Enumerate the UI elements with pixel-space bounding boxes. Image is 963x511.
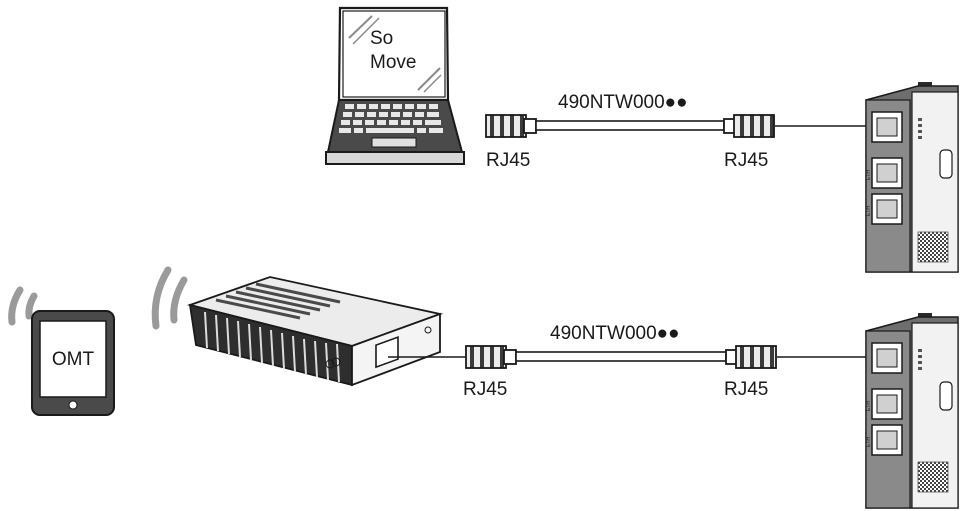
tablet-screen-label: OMT (52, 349, 95, 370)
rj45-plug-icon (465, 345, 517, 369)
device-bottom-eth-label-1: ETH (866, 401, 872, 411)
device-bottom: ETH ETH (865, 313, 959, 509)
device-top: ETH ETH (865, 82, 959, 273)
laptop-screen-text-line1: So (370, 28, 393, 49)
wifi-waves-icon (8, 266, 188, 330)
bluetooth-ethernet-module-icon (186, 276, 444, 387)
device-top-eth-label-1: ETH (866, 170, 872, 180)
rj45-plug-icon (725, 345, 777, 369)
tablet: OMT (31, 310, 115, 416)
cable-top-left-connector-label: RJ45 (486, 150, 530, 171)
cable-top: 490NTW000●● RJ45 RJ45 (485, 92, 885, 171)
laptop-icon (325, 6, 465, 165)
tablet-icon (31, 310, 115, 416)
device-bottom-eth-label-2: ETH (866, 437, 872, 447)
cable-bottom: 490NTW000●● RJ45 RJ45 (463, 323, 885, 400)
cable-bottom-right-connector-label: RJ45 (724, 379, 768, 400)
cable-bottom-part-number: 490NTW000●● (550, 323, 680, 344)
ethernet-cable (535, 120, 725, 131)
cable-top-part-number: 490NTW000●● (558, 92, 688, 113)
cable-bottom-left-connector-label: RJ45 (463, 379, 507, 400)
bluetooth-module (186, 276, 466, 387)
ethernet-device-module-icon (865, 82, 959, 273)
ethernet-cable (515, 351, 727, 362)
ethernet-device-module-icon (865, 313, 959, 509)
laptop-screen-text-line2: Move (370, 52, 416, 73)
rj45-plug-icon (723, 114, 775, 138)
cable-top-right-connector-label: RJ45 (724, 150, 768, 171)
device-top-eth-label-2: ETH (866, 206, 872, 216)
rj45-plug-icon (485, 114, 537, 138)
laptop: So Move (325, 6, 465, 165)
